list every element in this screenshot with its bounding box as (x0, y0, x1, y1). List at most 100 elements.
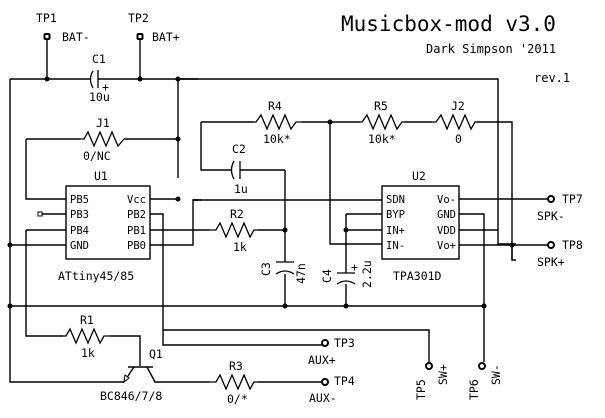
pin-label: PB4 (70, 225, 89, 237)
component-value: 10k* (263, 132, 291, 146)
testpoint-ref: TP2 (128, 11, 149, 25)
component-ref: C1 (92, 52, 106, 66)
component-value: 0 (455, 132, 462, 146)
testpoint-tp2[interactable]: TP2 BAT+ (128, 11, 180, 44)
polarity-mark: + (102, 80, 109, 94)
ic-body (65, 185, 151, 260)
testpoint-ref: TP8 (562, 238, 583, 252)
resistor-j1[interactable]: J1 0/NC (80, 116, 125, 163)
capacitor-c2[interactable]: C2 1u (230, 142, 248, 196)
testpoint-net: AUX- (309, 391, 337, 405)
component-part: ATtiny45/85 (58, 269, 134, 283)
component-value: 1u (234, 182, 248, 196)
pb3-unconnected-pad (37, 211, 43, 217)
pin-label: PB1 (127, 225, 146, 237)
component-part: BC846/7/8 (100, 389, 162, 403)
transistor-collector (146, 366, 156, 383)
wire-pb0 (150, 199, 198, 246)
wires (9, 38, 548, 383)
testpoint-tp7[interactable]: TP7 SPK- (537, 192, 583, 223)
pin-label: Vo- (437, 194, 456, 206)
schematic-title: Musicbox-mod v3.0 (341, 12, 556, 36)
resistor-r4[interactable]: R4 10k* (253, 99, 302, 146)
resistor-zigzag (209, 373, 258, 391)
resistor-zigzag (63, 327, 110, 345)
component-value: 1k (233, 240, 247, 254)
pin-label: GND (70, 240, 89, 252)
resistor-j2[interactable]: J2 0 (432, 99, 477, 146)
capacitor-curved-plate (336, 280, 356, 285)
testpoint-pad[interactable] (321, 378, 329, 386)
pin-label: Vcc (127, 194, 146, 206)
resistor-zigzag (432, 113, 477, 131)
author-label: Dark Simpson '2011 (426, 42, 556, 56)
testpoint-tp5[interactable]: TP5 SW+ (414, 362, 450, 400)
component-value: 1k (81, 346, 95, 360)
component-ref: R1 (80, 313, 94, 327)
component-ref: C2 (232, 142, 246, 156)
testpoint-ref: TP4 (334, 374, 355, 388)
component-ref: R4 (268, 99, 282, 113)
component-ref: J2 (451, 99, 465, 113)
testpoint-ref: TP7 (562, 192, 583, 206)
pin-label: PB3 (70, 209, 89, 221)
resistor-zigzag (360, 113, 405, 131)
testpoint-tp1[interactable]: TP1 BAT- (36, 11, 90, 44)
revision-label: rev.1 (534, 71, 570, 85)
resistor-r5[interactable]: R5 10k* (360, 99, 405, 146)
testpoint-net: SPK+ (537, 255, 565, 269)
component-value: 2.2u (360, 260, 374, 288)
testpoint-pad[interactable] (547, 241, 555, 249)
wire-u2-gnd (459, 213, 485, 362)
testpoint-tp4[interactable]: TP4 AUX- (309, 374, 355, 405)
pin-label: Vo+ (437, 240, 456, 252)
capacitor-curved-plate (89, 70, 94, 89)
component-ref: U1 (94, 169, 108, 183)
pin-label: PB2 (127, 209, 146, 221)
testpoint-tp6[interactable]: TP6 SW- (467, 362, 503, 400)
resistor-r1[interactable]: R1 1k (63, 313, 110, 360)
capacitor-curved-plate (230, 160, 235, 180)
ic-u2[interactable]: U2 SDN BYP IN+ IN- Vo- GND VDD Vo+ TPA30… (381, 169, 460, 283)
component-ref: C3 (259, 262, 273, 276)
testpoint-net: SW- (489, 364, 503, 385)
wire-left-gnd-rail (9, 79, 124, 383)
testpoint-pad[interactable] (478, 362, 486, 370)
testpoint-tp8[interactable]: TP8 SPK+ (537, 238, 583, 269)
component-ref: R3 (229, 359, 243, 373)
component-value: 0/NC (83, 149, 111, 163)
pin-label: PB5 (70, 194, 89, 206)
resistor-r2[interactable]: R2 1k (209, 207, 258, 254)
capacitor-curved-plate (275, 270, 295, 275)
wire-r1-base (110, 335, 141, 366)
component-ref: R5 (374, 99, 388, 113)
component-ref: J1 (96, 116, 110, 130)
component-ref: C4 (320, 269, 334, 283)
testpoint-pad[interactable] (321, 339, 329, 347)
pin-label: PB0 (127, 240, 146, 252)
wire-c2-left (200, 122, 232, 171)
pin-label: IN- (386, 240, 405, 252)
testpoint-pad[interactable] (425, 362, 433, 370)
component-value: 10u (89, 90, 110, 104)
resistor-zigzag (253, 113, 302, 131)
testpoint-pad[interactable] (43, 33, 51, 40)
transistor-q1[interactable]: Q1 BC846/7/8 (100, 347, 163, 403)
ic-u1[interactable]: U1 PB5 PB3 PB4 GND Vcc PB2 PB1 PB0 ATtin… (37, 169, 151, 283)
wire-pb2-aux-plus (150, 213, 322, 346)
testpoint-tp3[interactable]: TP3 AUX+ (308, 336, 355, 367)
resistor-r3[interactable]: R3 0/* (209, 359, 258, 406)
capacitor-c3[interactable]: C3 47n (259, 261, 308, 284)
wire-vcc-to-u2-vdd-route (178, 78, 516, 245)
testpoint-pad[interactable] (136, 33, 144, 40)
wire-in-minus (329, 122, 382, 245)
junctions (7, 76, 515, 309)
testpoint-net: SPK- (537, 209, 565, 223)
capacitor-c1[interactable]: C1 + 10u (89, 52, 110, 104)
testpoint-net: BAT- (62, 30, 90, 44)
testpoint-ref: TP6 (467, 379, 481, 400)
capacitor-c4[interactable]: C4 + 2.2u (320, 260, 374, 288)
testpoint-pad[interactable] (547, 195, 555, 203)
component-value: 47n (294, 263, 308, 284)
